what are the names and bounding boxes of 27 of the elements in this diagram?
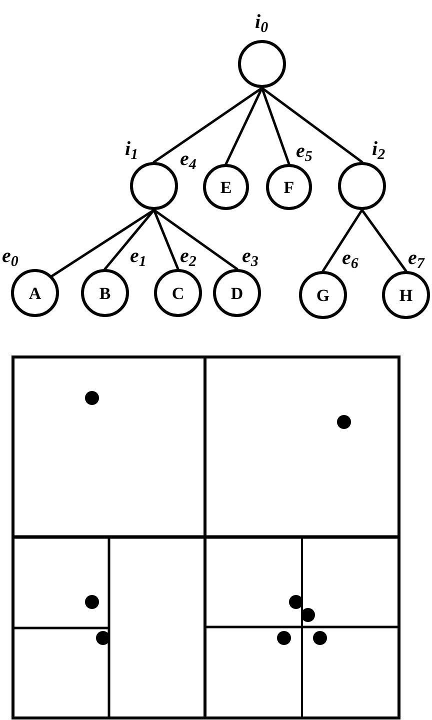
- node-letter: D: [230, 284, 244, 302]
- node-letter: A: [28, 284, 42, 302]
- node-name-label: i$_{1}$: [125, 137, 138, 161]
- node-name-label: e$_{6}$: [342, 246, 358, 270]
- node-letter: B: [99, 284, 111, 302]
- node-name-label: e$_{4}$: [180, 147, 196, 171]
- connector-line: [152, 208, 180, 270]
- node-letter: G: [316, 286, 330, 304]
- node-name-label: i$_{2}$: [372, 137, 386, 161]
- node-letter: F: [284, 178, 294, 196]
- connector-line: [322, 208, 364, 272]
- node-name-label: e$_{0}$: [2, 244, 18, 268]
- connector-line: [104, 208, 156, 270]
- connector-line: [224, 86, 264, 166]
- node-name-label: e$_{3}$: [242, 244, 258, 268]
- node-letter: H: [399, 286, 413, 304]
- node-name-label: e$_{7}$: [408, 246, 424, 270]
- connector-line: [360, 208, 408, 272]
- node-letter: C: [172, 284, 184, 302]
- node-name-label: e$_{1}$: [130, 244, 146, 268]
- connector-line: [152, 208, 238, 270]
- node-name-label: i$_{0}$: [255, 10, 268, 34]
- node-name-label: e$_{2}$: [180, 244, 196, 268]
- connector-line: [152, 86, 264, 164]
- node-letter: E: [220, 178, 232, 196]
- connector-line: [260, 86, 364, 164]
- node-name-label: e$_{5}$: [296, 139, 312, 163]
